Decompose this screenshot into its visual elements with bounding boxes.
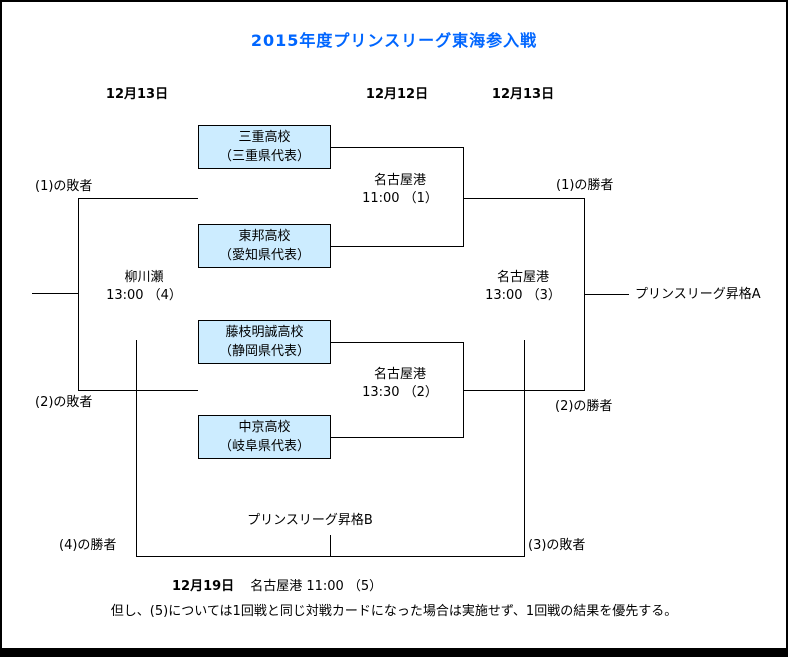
line-chukyo-out [331, 437, 463, 438]
match5-date: 12月19日 [172, 579, 235, 594]
team-rep: （静岡県代表） [218, 344, 310, 359]
team-rep: （岐阜県代表） [218, 439, 310, 454]
team-name: 東邦高校 [238, 229, 291, 244]
team-rep: （愛知県代表） [218, 248, 310, 263]
label-winner4: (4)の勝者 [59, 538, 117, 553]
line-m4-bracket [78, 198, 79, 391]
match2-label: 名古屋港 13:30 （2） [348, 366, 452, 402]
bottom-border-bar [2, 648, 786, 655]
line-mie-out [331, 147, 463, 148]
line-m3-winner [584, 294, 629, 295]
line-winner4-drop [136, 340, 137, 557]
team-box-toho: 東邦高校 （愛知県代表） [198, 224, 331, 268]
team-rep: （三重県代表） [218, 149, 310, 164]
line-loser2-in [78, 390, 198, 391]
date-header-left: 12月13日 [105, 87, 169, 102]
team-box-mie: 三重高校 （三重県代表） [198, 125, 331, 169]
label-promotion-a: プリンスリーグ昇格A [635, 287, 761, 302]
match1-venue: 名古屋港 [373, 173, 426, 188]
line-m2-winner [463, 390, 584, 391]
match3-label: 名古屋港 13:00 （3） [471, 269, 575, 305]
date-header-right: 12月13日 [491, 87, 555, 102]
match4-venue: 柳川瀬 [124, 270, 164, 285]
match5-label: 12月19日名古屋港 11:00 （5） [172, 578, 382, 595]
match3-time: 13:00 （3） [485, 288, 561, 303]
date-header-middle: 12月12日 [365, 87, 429, 102]
line-m5-bracket [136, 556, 525, 557]
label-loser1: (1)の敗者 [35, 179, 93, 194]
match1-time: 11:00 （1） [362, 191, 438, 206]
team-name: 三重高校 [238, 130, 291, 145]
match3-venue: 名古屋港 [496, 270, 549, 285]
match4-label: 柳川瀬 13:00 （4） [86, 269, 202, 305]
match5-info: 名古屋港 11:00 （5） [250, 579, 383, 594]
line-loser3-drop [524, 340, 525, 557]
label-winner1: (1)の勝者 [556, 178, 614, 193]
team-name: 中京高校 [238, 420, 291, 435]
footnote: 但し、(5)については1回戦と同じ対戦カードになった場合は実施せず、1回戦の結果… [110, 604, 678, 619]
line-m5-stub [330, 535, 331, 556]
team-name: 藤枝明誠高校 [225, 325, 304, 340]
line-fujieda-out [331, 342, 463, 343]
line-m1-winner [463, 198, 584, 199]
page-title: 2015年度プリンスリーグ東海参入戦 [250, 31, 538, 50]
match1-label: 名古屋港 11:00 （1） [348, 172, 452, 208]
team-box-chukyo: 中京高校 （岐阜県代表） [198, 415, 331, 459]
line-toho-out [331, 246, 463, 247]
label-loser3: (3)の敗者 [528, 538, 586, 553]
match2-time: 13:30 （2） [362, 385, 438, 400]
match4-time: 13:00 （4） [106, 288, 182, 303]
team-box-fujieda-meisei: 藤枝明誠高校 （静岡県代表） [198, 320, 331, 364]
line-m1-bracket [463, 147, 464, 247]
label-winner2: (2)の勝者 [555, 399, 613, 414]
label-promotion-b: プリンスリーグ昇格B [247, 513, 373, 528]
line-loser1-in [78, 198, 198, 199]
match2-venue: 名古屋港 [373, 367, 426, 382]
label-loser2: (2)の敗者 [35, 395, 93, 410]
line-m4-winner [32, 293, 78, 294]
